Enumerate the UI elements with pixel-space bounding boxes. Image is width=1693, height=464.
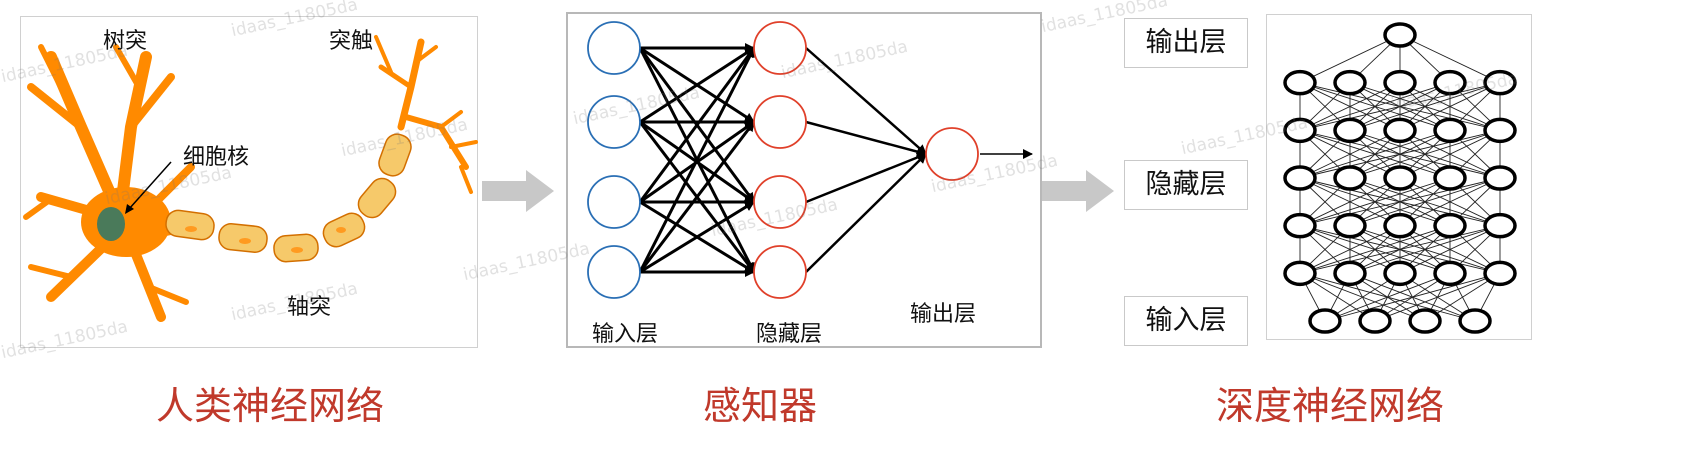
deep-edge	[1399, 129, 1501, 179]
deep-edge	[1349, 225, 1501, 274]
perceptron-panel: 输入层 隐藏层 输出层	[566, 12, 1042, 348]
deep-node	[1333, 212, 1367, 239]
deep-node	[1483, 165, 1517, 191]
deep-node	[1433, 69, 1467, 96]
deep-edge	[1299, 129, 1451, 179]
deep-node	[1433, 117, 1467, 144]
deep-edge	[1299, 34, 1401, 84]
edge-input-hidden	[639, 46, 755, 124]
hidden-node	[753, 175, 807, 229]
deep-node	[1433, 165, 1467, 191]
neuron-caption: 人类神经网络	[155, 384, 384, 428]
deep-edge	[1399, 34, 1501, 84]
deep-edge	[1349, 82, 1501, 131]
deep-edge	[1324, 272, 1451, 322]
perceptron-caption: 感知器	[702, 384, 817, 428]
deep-input-label: 输入层	[1124, 296, 1248, 346]
deep-edge	[1299, 177, 1501, 227]
deep-node	[1383, 212, 1417, 239]
dendrite-label: 树突	[103, 29, 148, 54]
deep-node	[1358, 308, 1392, 334]
hidden-node	[753, 21, 807, 75]
deep-node	[1383, 117, 1417, 144]
edge-hidden-output	[805, 120, 927, 157]
edge-input-hidden	[638, 47, 756, 273]
deep-node	[1458, 308, 1492, 334]
deep-node	[1483, 260, 1517, 287]
input-node	[587, 245, 641, 299]
perceptron-hidden-label: 隐藏层	[756, 322, 823, 347]
edge-input-hidden	[639, 200, 755, 274]
deep-edge	[1299, 225, 1401, 274]
deep-edge	[1299, 129, 1501, 179]
deep-edge	[1399, 82, 1501, 131]
deep-edge	[1299, 177, 1401, 227]
deep-hidden-label: 隐藏层	[1124, 160, 1248, 210]
nucleus-label: 细胞核	[183, 145, 250, 170]
deep-node	[1383, 69, 1417, 96]
deep-node	[1383, 22, 1417, 48]
synapse-label: 突触	[329, 29, 374, 54]
edge-input-hidden	[638, 47, 756, 203]
deep-node	[1483, 212, 1517, 239]
deep-node	[1283, 165, 1317, 191]
deep-caption: 深度神经网络	[1215, 384, 1444, 428]
neuron-panel: 树突 突触 细胞核 轴突	[20, 16, 478, 348]
deep-node	[1333, 69, 1367, 96]
deep-edge	[1349, 129, 1501, 179]
deep-node	[1333, 165, 1367, 191]
deep-edge	[1324, 272, 1501, 322]
input-node	[587, 175, 641, 229]
input-node	[587, 21, 641, 75]
deep-node	[1483, 117, 1517, 144]
deep-node	[1383, 260, 1417, 287]
deep-node	[1333, 117, 1367, 144]
right-arrow-icon	[482, 170, 554, 212]
edge-input-hidden	[638, 121, 756, 273]
deep-edge	[1299, 225, 1501, 274]
hidden-node	[753, 95, 807, 149]
deep-node	[1383, 165, 1417, 191]
deep-node	[1283, 260, 1317, 287]
soma	[81, 187, 171, 257]
deep-node	[1283, 212, 1317, 239]
deep-edge	[1299, 129, 1401, 179]
deep-output-label: 输出层	[1124, 18, 1248, 68]
deep-node	[1283, 117, 1317, 144]
deep-node	[1308, 308, 1342, 334]
perceptron-input-label: 输入层	[592, 322, 659, 347]
deep-edge	[1299, 225, 1451, 274]
deep-edge	[1299, 82, 1451, 131]
edge-hidden-output	[805, 47, 927, 155]
edge-hidden-output	[805, 153, 927, 273]
perceptron-output-label: 输出层	[910, 302, 977, 327]
deep-network	[1283, 22, 1517, 334]
deep-node	[1333, 260, 1367, 287]
deep-edge	[1299, 177, 1451, 227]
right-arrow-icon	[1042, 170, 1114, 212]
input-node	[587, 95, 641, 149]
edge-hidden-output	[805, 152, 927, 204]
hidden-node	[753, 245, 807, 299]
deep-node	[1408, 308, 1442, 334]
deep-edge	[1349, 177, 1501, 227]
deep-network-panel	[1266, 14, 1532, 340]
deep-node	[1483, 69, 1517, 96]
axon-label: 轴突	[287, 295, 332, 320]
deep-node	[1433, 212, 1467, 239]
deep-edge	[1399, 177, 1501, 227]
deep-edge	[1299, 82, 1501, 131]
deep-node	[1433, 260, 1467, 287]
deep-edge	[1399, 225, 1501, 274]
nucleus-shape	[97, 207, 125, 241]
deep-edge	[1299, 82, 1401, 131]
neuron-illustration	[23, 35, 478, 322]
perceptron-network	[587, 21, 1033, 299]
deep-node	[1283, 69, 1317, 96]
deep-edge	[1374, 272, 1501, 322]
output-node	[925, 127, 979, 181]
